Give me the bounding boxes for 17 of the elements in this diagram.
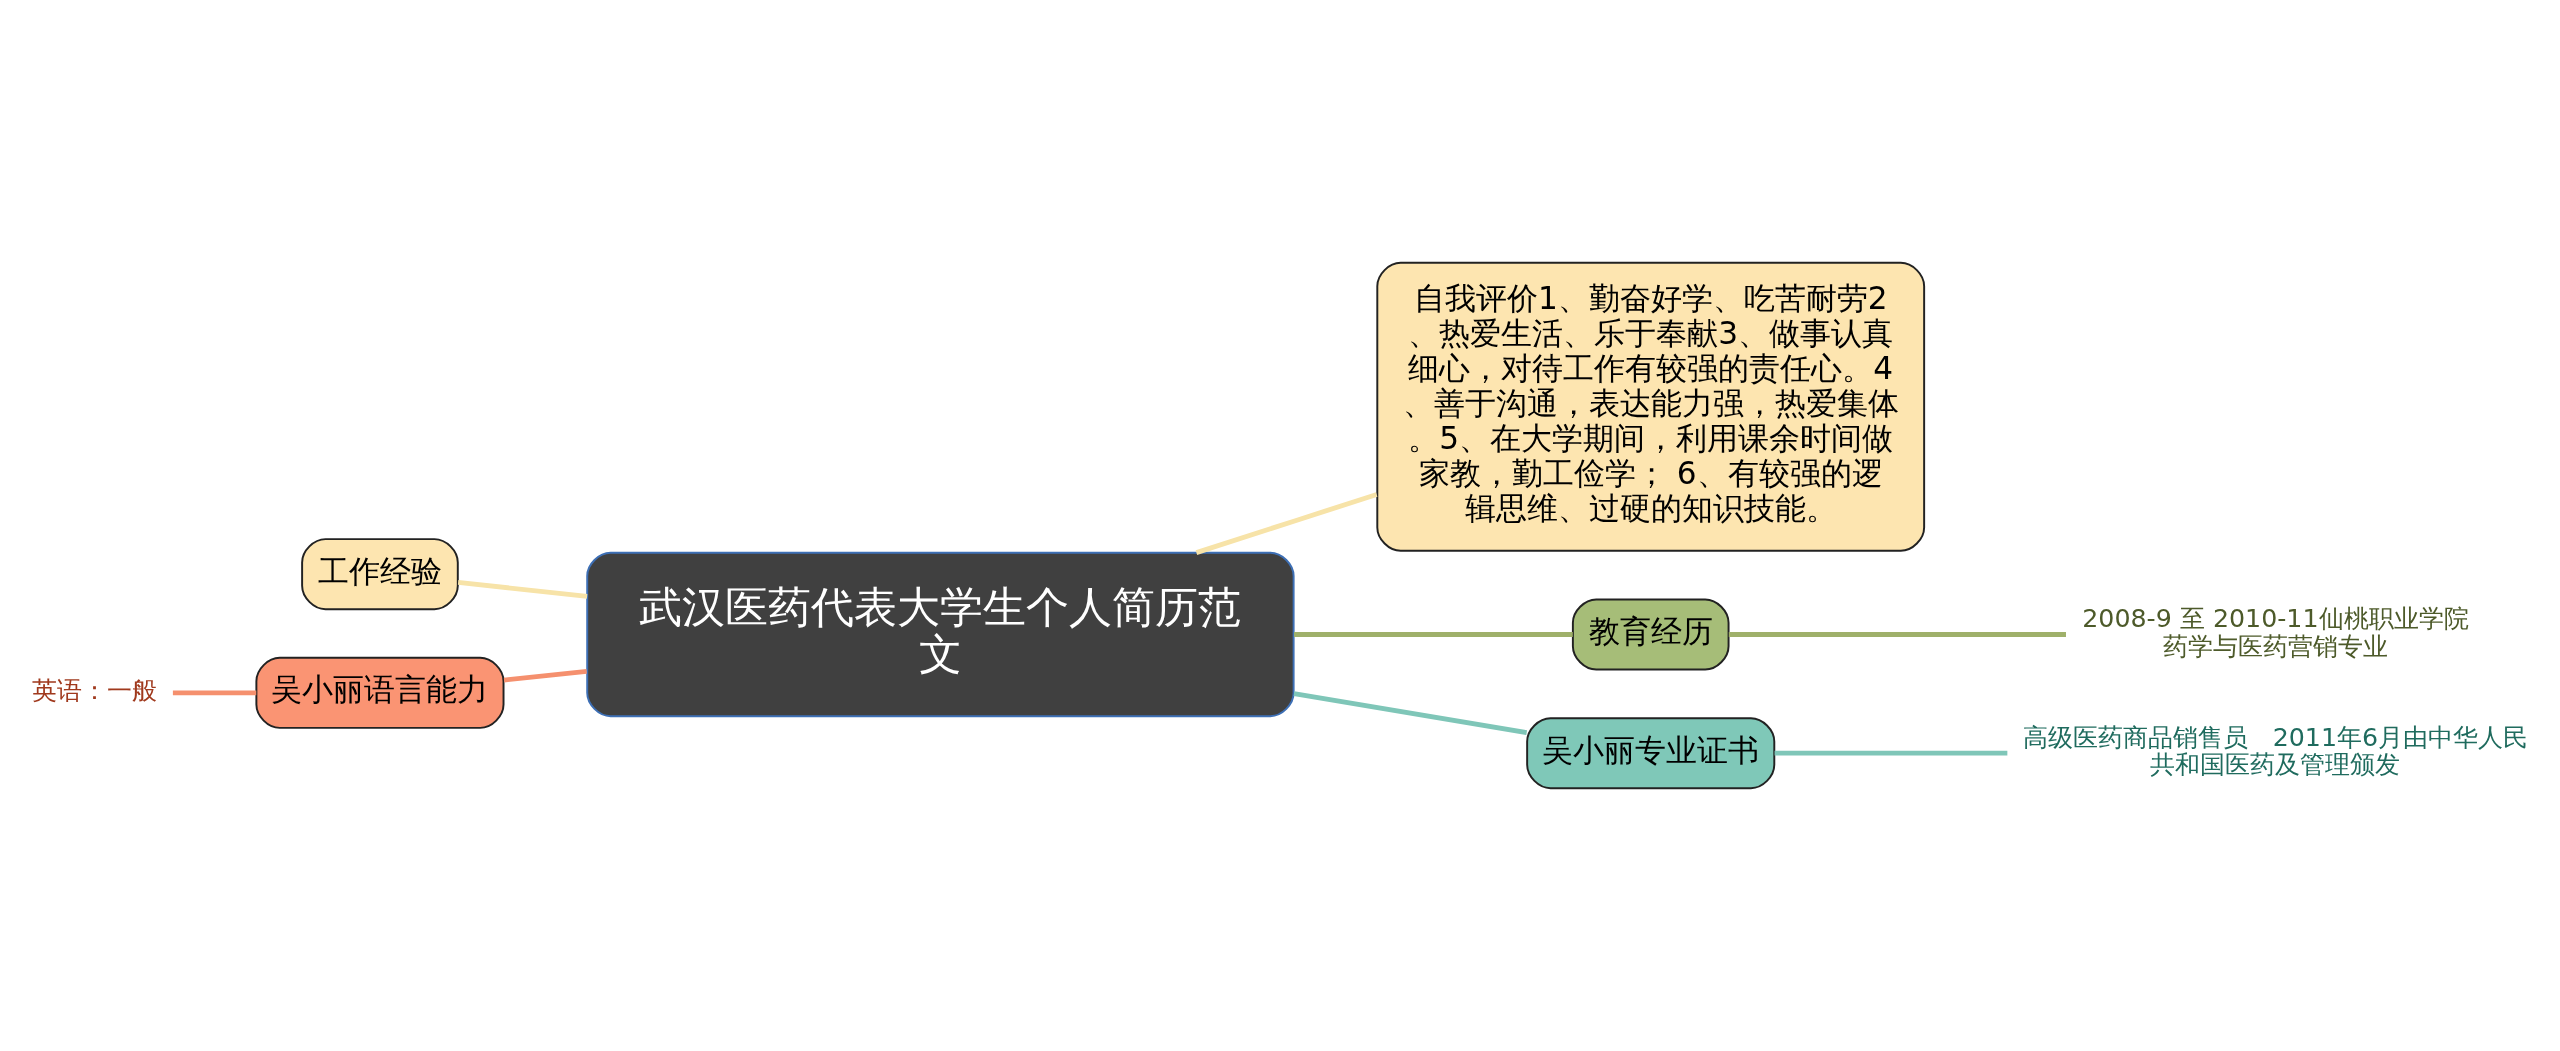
connector xyxy=(503,668,587,683)
node-text: 英语：一般 xyxy=(32,676,158,706)
node-text: 高级医药商品销售员 2011年6月由中华人民共和国医药及管理颁发 xyxy=(2022,723,2529,780)
node-box: 工作经验 xyxy=(301,538,459,611)
node-box: 吴小丽专业证书 xyxy=(1526,717,1776,790)
node-text: 2008-9 至 2010-11仙桃职业学院药学与医药营销专业 xyxy=(2082,604,2469,661)
node-box: 吴小丽语言能力 xyxy=(255,656,505,729)
connector xyxy=(1195,492,1378,555)
connector xyxy=(1294,632,1573,637)
node-box: 武汉医药代表大学生个人简历范文 xyxy=(586,551,1295,718)
connector xyxy=(457,580,588,599)
node-box: 自我评价1、勤奋好学、吃苦耐劳2、热爱生活、乐于奉献3、做事认真细心，对待工作有较强的责任心。4、善于沟通，表达能力强，热爱集体。5、在大学期间，利用课余时间做家教，勤工俭学； 6、有较强的逻辑思维、过硬的知识技能。 xyxy=(1376,261,1926,552)
connector xyxy=(1774,750,2008,756)
node-box: 教育经历 xyxy=(1571,598,1730,671)
connector xyxy=(172,690,257,696)
connector xyxy=(1728,632,2066,637)
connector xyxy=(1293,691,1528,736)
